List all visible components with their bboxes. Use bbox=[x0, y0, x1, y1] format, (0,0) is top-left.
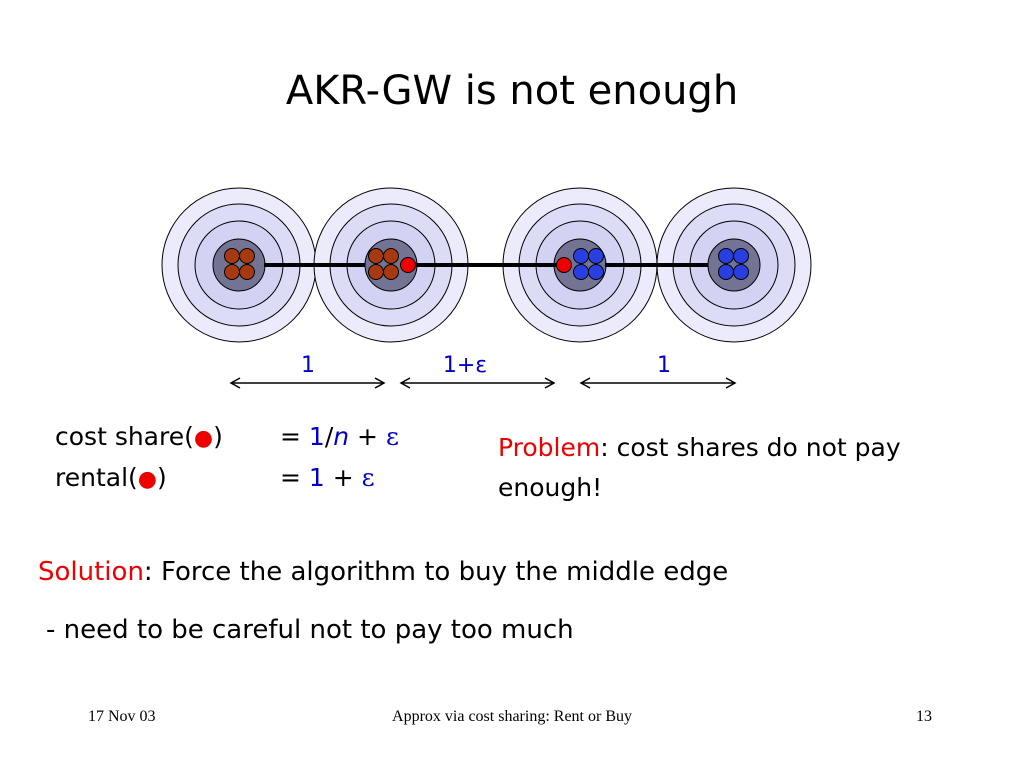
red-dot-icon: ● bbox=[193, 426, 214, 451]
formula-cost-share-suffix: ) bbox=[213, 422, 223, 451]
distance-label-right: 1 bbox=[657, 353, 671, 378]
terminals-cluster-1 bbox=[224, 248, 255, 280]
footer-date: 17 Nov 03 bbox=[88, 708, 156, 725]
formula-rental-rhs: = 1 + ε bbox=[280, 463, 375, 492]
distance-arrow-middle bbox=[399, 377, 556, 389]
distance-label-middle: 1+ε bbox=[443, 353, 487, 378]
formula-rental: rental(●) = 1 + ε bbox=[55, 463, 375, 492]
formula-rental-prefix: rental( bbox=[55, 463, 138, 492]
epsilon-symbol: ε bbox=[385, 422, 399, 451]
problem-label: Problem bbox=[498, 433, 601, 462]
formula-cost-share: cost share(●) = 1/n + ε bbox=[55, 422, 399, 451]
footer-title: Approx via cost sharing: Rent or Buy bbox=[392, 708, 632, 725]
distance-arrow-left bbox=[229, 377, 386, 389]
solution-text: : Force the algorithm to buy the middle … bbox=[143, 557, 729, 587]
formula-rental-suffix: ) bbox=[156, 463, 167, 492]
red-dot-icon: ● bbox=[137, 467, 157, 492]
solution-label: Solution bbox=[38, 557, 144, 587]
terminals-cluster-4 bbox=[718, 248, 749, 280]
footer-page-number: 13 bbox=[916, 708, 932, 725]
formula-cost-share-rhs: = 1/n + ε bbox=[280, 422, 399, 451]
terminals-cluster-2 bbox=[368, 248, 399, 280]
problem-text: : cost shares do not pay enough! bbox=[498, 433, 901, 502]
epsilon-symbol: ε bbox=[361, 463, 375, 492]
distance-label-left: 1 bbox=[301, 353, 315, 378]
problem-statement: Problem: cost shares do not pay enough! bbox=[498, 428, 918, 508]
slide-title: AKR-GW is not enough bbox=[285, 68, 739, 114]
distance-arrow-right bbox=[579, 377, 737, 389]
terminals-cluster-3 bbox=[573, 248, 604, 280]
red-node-right bbox=[556, 257, 572, 273]
red-node-left bbox=[400, 257, 416, 273]
bullet-careful: - need to be careful not to pay too much bbox=[46, 615, 574, 645]
cluster-4 bbox=[656, 187, 812, 343]
solution-statement: Solution: Force the algorithm to buy the… bbox=[38, 557, 728, 587]
formula-cost-share-prefix: cost share( bbox=[55, 422, 194, 451]
